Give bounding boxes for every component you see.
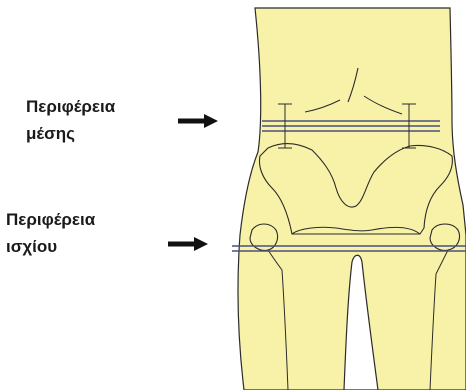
hip-arrow-icon bbox=[168, 237, 208, 251]
waist-arrow-icon bbox=[178, 114, 218, 128]
